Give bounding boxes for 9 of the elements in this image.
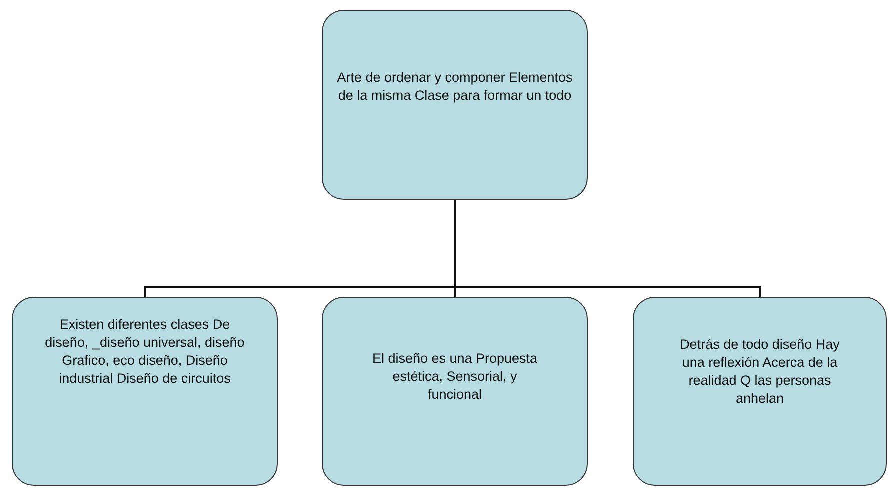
box-text: Detrás de todo diseño Hay una reflexión Acerca de la realidad Q las personas anhelan	[679, 336, 841, 408]
rounded-box	[322, 10, 588, 200]
rounded-box	[322, 297, 588, 486]
box-text: Arte de ordenar y componer Elementos de la misma Clase para formar un todo	[336, 69, 574, 105]
box-text: El diseño es una Propuesta estética, Sensorial, y funcional	[371, 350, 539, 404]
connector-line	[454, 200, 761, 297]
rounded-box	[633, 297, 887, 486]
box-text: Existen diferentes clases De diseño, _diseño universal, diseño Grafico, eco diseño, Diseño industrial Diseño de circuitos	[45, 316, 245, 388]
rounded-box	[12, 297, 278, 486]
